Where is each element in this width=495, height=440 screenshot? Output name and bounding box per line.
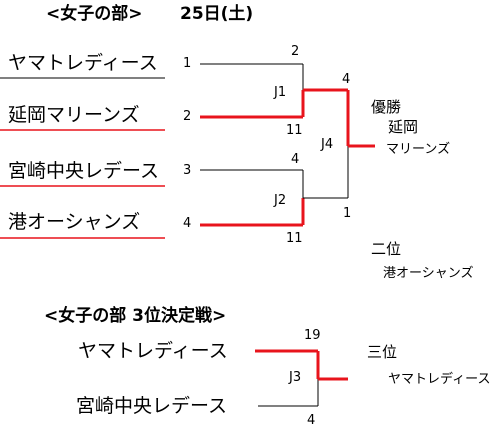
j2-label: J2: [274, 193, 287, 208]
seed-3: 3: [183, 163, 192, 178]
third-place-title: <女子の部 3位決定戦>: [44, 306, 227, 326]
third-place-team-1: ヤマトレディース: [78, 340, 228, 362]
seed-4: 4: [183, 216, 192, 231]
winner-team-line2: マリーンズ: [386, 142, 451, 157]
j4-top-score: 4: [342, 72, 351, 87]
third-place-label: 三位: [367, 343, 398, 361]
seed-2: 2: [183, 109, 192, 124]
j1-top-score: 2: [291, 44, 300, 59]
team-name-1: ヤマトレディース: [8, 52, 158, 74]
j4-bottom-score: 1: [343, 206, 352, 221]
runner-up-team: 港オーシャンズ: [383, 266, 474, 281]
third-place-team-2: 宮崎中央レデース: [76, 395, 228, 417]
third-place-team: ヤマトレディース: [388, 372, 491, 387]
team-name-3: 宮崎中央レデース: [8, 160, 160, 182]
j4-label: J4: [321, 137, 334, 152]
runner-up-label: 二位: [371, 240, 402, 258]
j2-bottom-score: 11: [286, 231, 303, 246]
winner-team-line1: 延岡: [388, 118, 419, 136]
team-name-2: 延岡マリーンズ: [8, 104, 140, 126]
winner-label: 優勝: [371, 98, 402, 116]
seed-1: 1: [183, 56, 192, 71]
bracket-date: 25日(土): [180, 4, 254, 24]
j3-top-score: 19: [304, 328, 321, 343]
j3-bottom-score: 4: [307, 413, 316, 428]
j3-label: J3: [289, 370, 302, 385]
bracket-title: <女子の部>: [46, 4, 143, 24]
j1-bottom-score: 11: [286, 123, 303, 138]
team-name-4: 港オーシャンズ: [8, 211, 141, 233]
j2-top-score: 4: [291, 152, 300, 167]
j1-label: J1: [274, 85, 287, 100]
